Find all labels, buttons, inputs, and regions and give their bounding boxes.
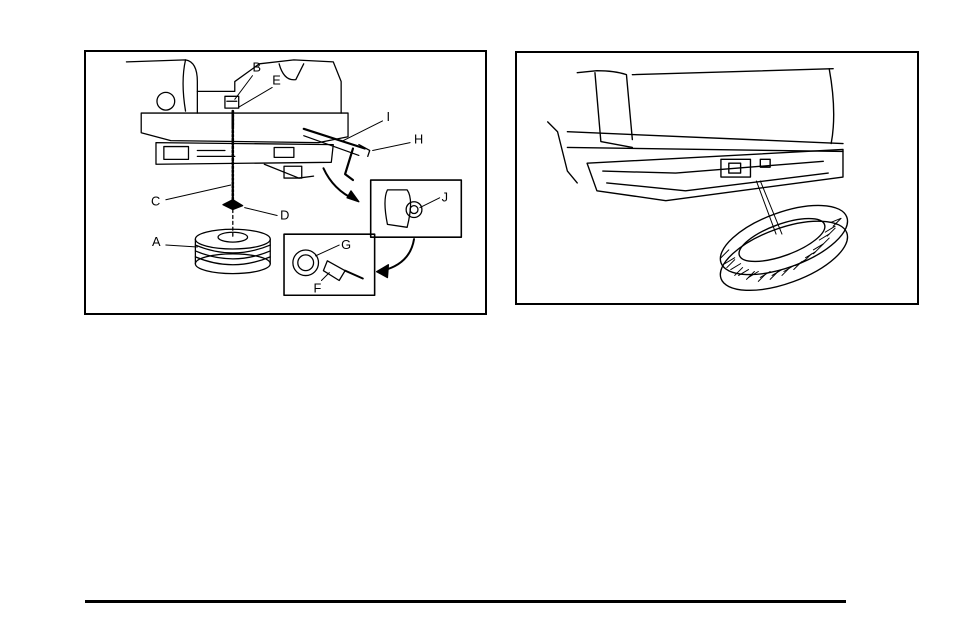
callout-j: J [442,190,448,205]
page-footer-rule [85,600,846,603]
spare-tire-lowering-illustration: B E C D A I H J G F [86,52,485,313]
callout-a: A [152,234,161,249]
callout-h: H [414,132,423,147]
callout-b: B [253,60,262,75]
spare-tire-hanging-figure [515,51,919,305]
callout-i: I [386,109,390,124]
spare-tire-hanging-illustration [517,53,917,303]
callout-f: F [314,280,322,295]
callout-g: G [341,237,351,252]
callout-e: E [272,73,281,88]
spare-tire-lowering-figure: B E C D A I H J G F [84,50,487,315]
callout-c: C [151,194,160,209]
callout-d: D [280,207,289,222]
